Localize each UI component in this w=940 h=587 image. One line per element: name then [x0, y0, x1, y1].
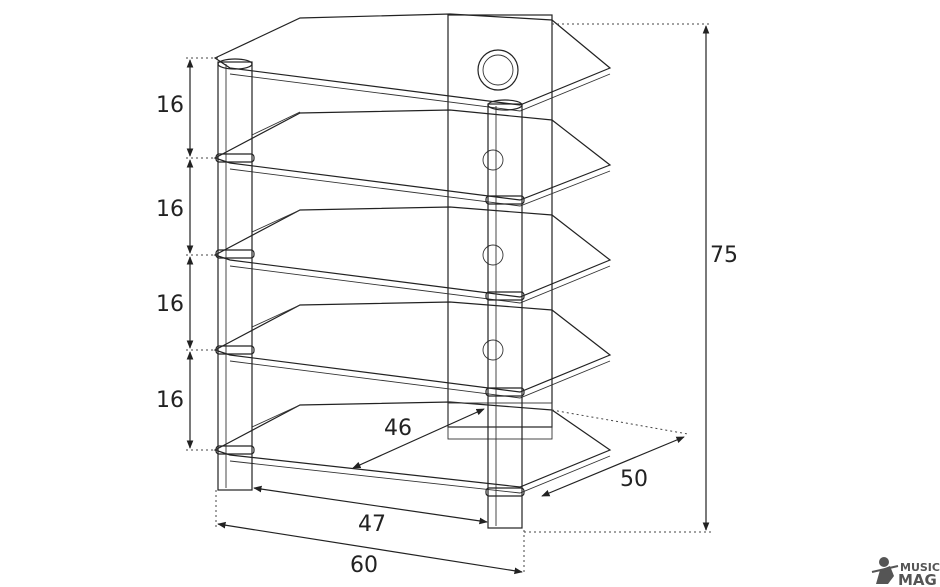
- shelf-5: [213, 401, 612, 494]
- back-panel: [447, 14, 553, 428]
- diagonal-label: 46: [384, 416, 412, 441]
- shelf-1: [213, 13, 612, 112]
- logo-text-mag: MAG: [898, 571, 937, 587]
- shelf-spacing-label-2: 16: [156, 197, 184, 222]
- inner-width-label: 47: [358, 512, 386, 537]
- shelf-2: [213, 109, 612, 207]
- shelves: [213, 13, 612, 494]
- shelf-spacing-label-4: 16: [156, 388, 184, 413]
- depth-dimension: 50: [541, 409, 689, 497]
- logo-text-music: MUSIC: [900, 561, 940, 574]
- left-column: [215, 58, 255, 491]
- music-mag-logo: MUSIC MAG: [871, 557, 940, 587]
- outer-width-label: 60: [350, 553, 378, 578]
- depth-label: 50: [620, 467, 648, 492]
- shelf-4: [213, 301, 612, 399]
- shelf-spacing-label-3: 16: [156, 292, 184, 317]
- height-label: 75: [710, 243, 738, 268]
- right-column: [485, 99, 525, 529]
- height-dimension: 75: [524, 23, 738, 533]
- shelf-spacing-label-1: 16: [156, 93, 184, 118]
- outer-width-dimension: 60: [215, 490, 525, 578]
- guitar-player-icon: [871, 557, 899, 584]
- shelf-3: [213, 206, 612, 304]
- diagonal-dimension: 46: [352, 408, 485, 469]
- inner-width-dimension: 47: [253, 485, 488, 537]
- shelf-spacing-dimensions: 16 16 16 16: [156, 57, 218, 451]
